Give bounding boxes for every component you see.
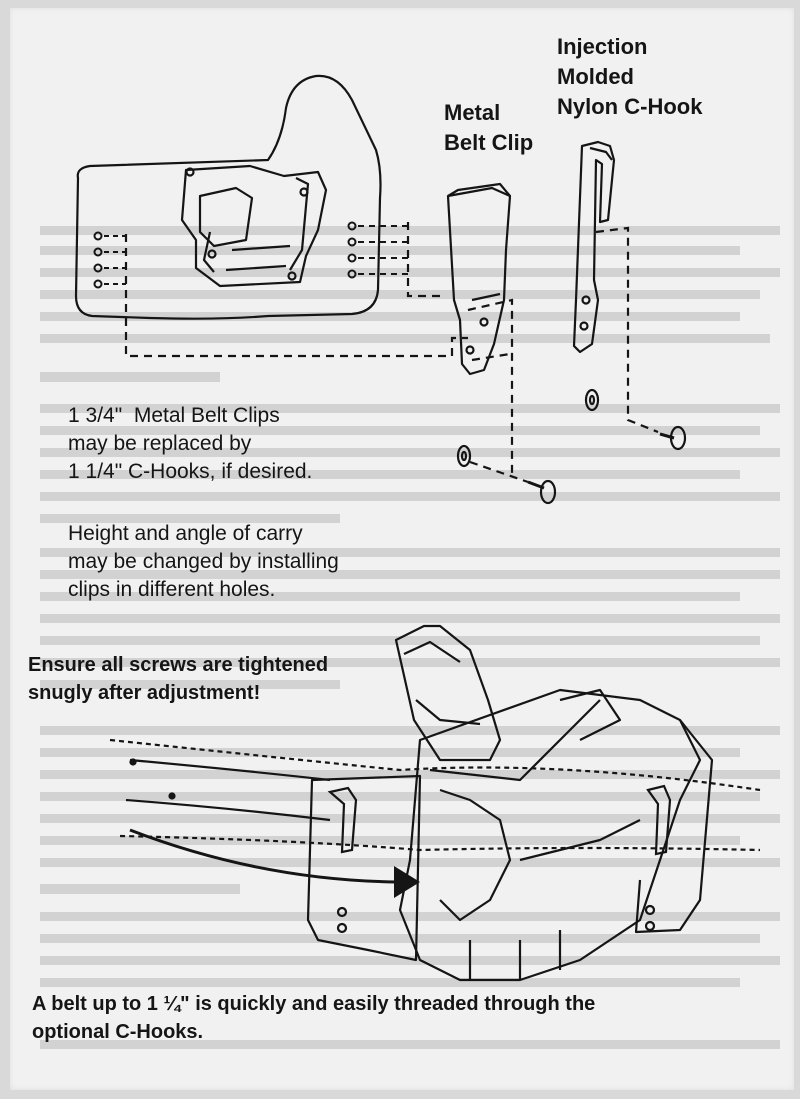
hardware-washers-screws (456, 388, 687, 505)
backing-strip-left (306, 774, 422, 962)
alignment-guides (124, 222, 659, 484)
label-line: Belt Clip (444, 130, 534, 155)
holster-assembled-view (109, 624, 761, 982)
nylon-c-hook (572, 140, 616, 354)
holster-top-view (74, 74, 382, 320)
caption-line: A belt up to 1 ¼" is quickly and easily … (32, 993, 596, 1015)
label-line: Metal (444, 100, 501, 125)
bleed-through-text (40, 226, 780, 1049)
warning-line: Ensure all screws are tightened (28, 654, 329, 676)
caption-line: optional C-Hooks. (32, 1021, 204, 1043)
backing-strip-right (634, 719, 714, 934)
note-line: may be changed by installing (68, 550, 339, 573)
note-line: 1 3/4" Metal Belt Clips (68, 404, 280, 427)
holster-backing-outline (74, 74, 382, 320)
label-line: Molded (557, 64, 634, 89)
note-line: Height and angle of carry (68, 522, 303, 545)
belt-threading-arrow-icon (129, 828, 420, 898)
mounting-holes-right (347, 221, 408, 279)
note-clip-replacement: 1 3/4" Metal Belt Clips may be replaced … (68, 402, 312, 486)
c-hook-right-mounted (644, 784, 672, 932)
mounting-holes-left (93, 231, 126, 289)
belt-lower-edge (119, 834, 761, 852)
c-hook-left-mounted (129, 758, 358, 934)
pistol-grip (394, 624, 502, 762)
belt-upper-edge (109, 738, 761, 792)
warning-line: snugly after adjustment! (28, 682, 261, 704)
label-line: Injection (557, 34, 648, 59)
note-line: may be replaced by (68, 432, 252, 455)
holster-body (398, 688, 702, 982)
screw-tighten-warning: Ensure all screws are tightened snugly a… (28, 651, 328, 707)
note-line: clips in different holes. (68, 578, 276, 601)
note-height-angle: Height and angle of carry may be changed… (68, 520, 339, 604)
metal-belt-clip (446, 182, 512, 376)
label-metal-belt-clip: Metal Belt Clip (444, 98, 533, 158)
label-line: Nylon C-Hook (557, 94, 703, 119)
belt-threading-caption: A belt up to 1 ¼" is quickly and easily … (32, 990, 772, 1046)
note-line: 1 1/4" C-Hooks, if desired. (68, 460, 313, 483)
label-c-hook: Injection Molded Nylon C-Hook (557, 32, 702, 122)
holster-pistol-shell (180, 164, 328, 288)
